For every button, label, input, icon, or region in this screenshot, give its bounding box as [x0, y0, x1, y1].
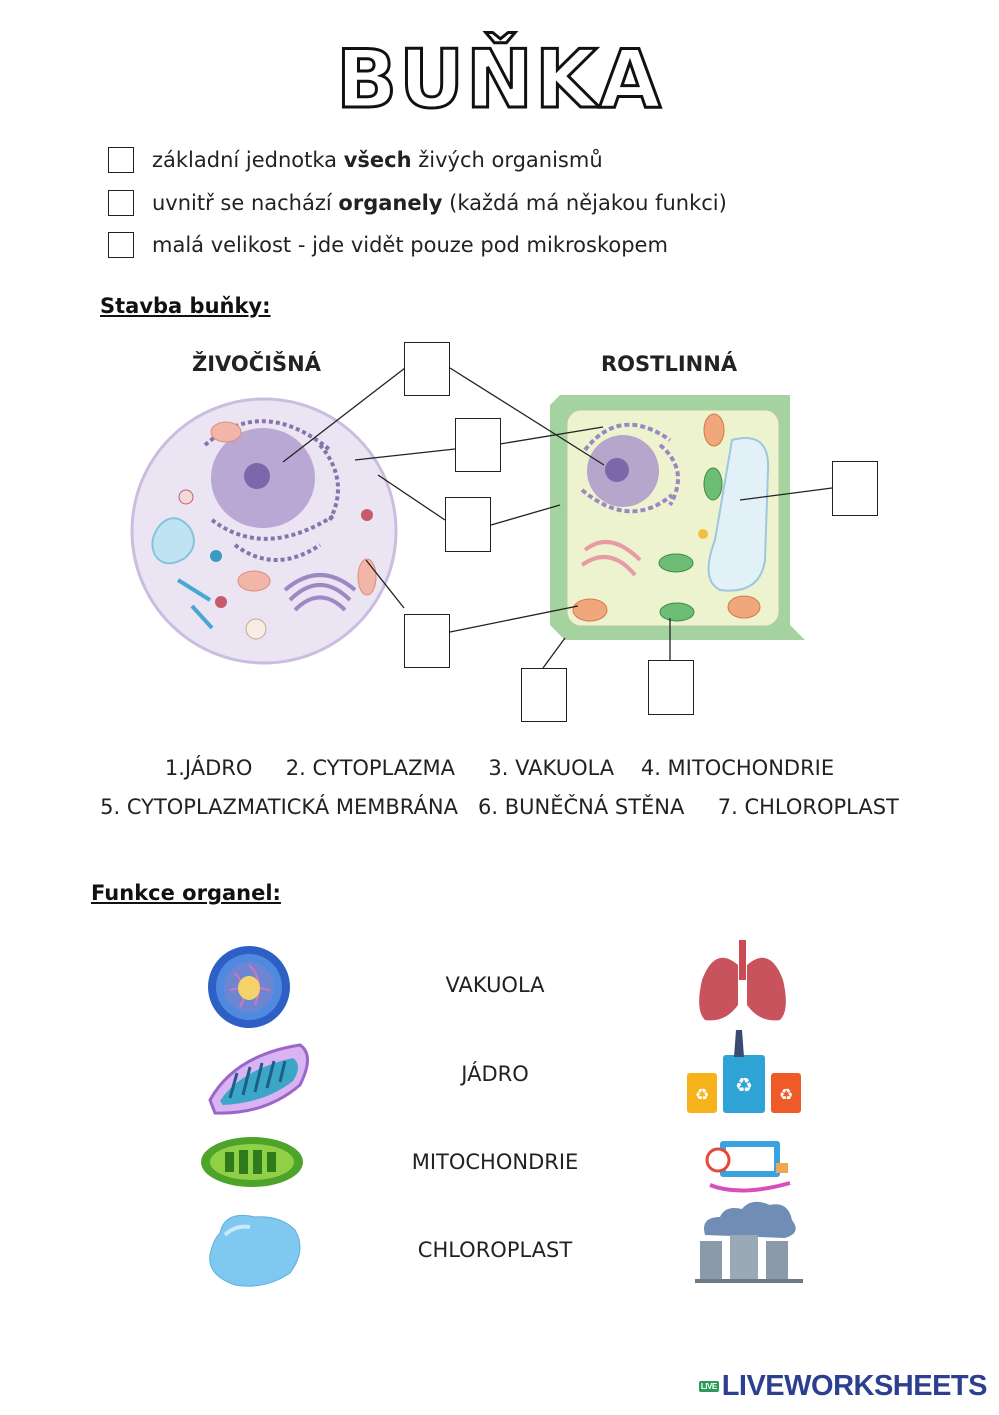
svg-text:♻: ♻ — [735, 1073, 753, 1097]
brand-name: LIVEWORKSHEETS — [722, 1370, 987, 1403]
label-drop-box[interactable] — [521, 668, 567, 722]
organelle-images — [195, 935, 315, 1300]
function-label-jadro[interactable]: JÁDRO — [395, 1062, 595, 1086]
nucleus-image — [208, 946, 290, 1028]
control-center-image — [707, 1141, 790, 1191]
mitochondrion-image — [210, 1045, 308, 1113]
label-drop-box[interactable] — [404, 342, 450, 396]
svg-text:♻: ♻ — [695, 1085, 709, 1104]
function-label-mitochondrie[interactable]: MITOCHONDRIE — [395, 1150, 595, 1174]
svg-text:♻: ♻ — [779, 1085, 793, 1104]
factory-image — [695, 1202, 803, 1283]
vacuole-image — [210, 1215, 300, 1286]
functions-heading: Funkce organel: — [91, 881, 281, 905]
recycling-bins-image: ♻ ♻ ♻ — [687, 1030, 801, 1113]
live-badge: LIVE — [699, 1381, 719, 1392]
label-drop-box[interactable] — [455, 418, 501, 472]
function-label-chloroplast[interactable]: CHLOROPLAST — [395, 1238, 595, 1262]
function-label-vakuola[interactable]: VAKUOLA — [395, 973, 595, 997]
label-drop-box[interactable] — [404, 614, 450, 668]
organelle-legend-line-1: 1.JÁDRO 2. CYTOPLAZMA 3. VAKUOLA 4. MITO… — [0, 756, 999, 780]
liveworksheets-logo: LIVE LIVEWORKSHEETS — [699, 1370, 987, 1403]
organelle-legend-line-2: 5. CYTOPLAZMATICKÁ MEMBRÁNA 6. BUNĚČNÁ S… — [0, 795, 999, 819]
cell-diagram — [0, 0, 999, 760]
label-drop-box[interactable] — [445, 497, 491, 552]
label-drop-box[interactable] — [648, 660, 694, 715]
plant-cell-image — [550, 395, 805, 640]
lungs-image — [699, 940, 786, 1020]
label-drop-box[interactable] — [832, 461, 878, 516]
function-images: ♻ ♻ ♻ — [680, 935, 810, 1290]
chloroplast-image — [201, 1137, 303, 1187]
animal-cell-image — [132, 399, 396, 663]
